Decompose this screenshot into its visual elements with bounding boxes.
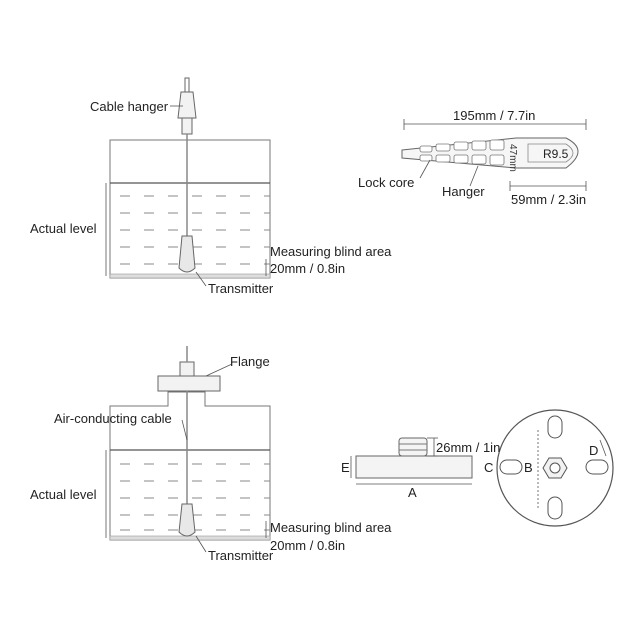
bottom-actual-level-label: Actual level	[30, 487, 97, 502]
flange-e-label: E	[341, 460, 350, 475]
flange-plate	[157, 375, 221, 392]
cable-hanger-label: Cable hanger	[90, 99, 169, 114]
top-transmitter-label: Transmitter	[208, 281, 274, 296]
slot-right	[585, 459, 609, 475]
hanger-radius-label: R9.5	[543, 147, 569, 161]
top-blind-value-label: 20mm / 0.8in	[270, 261, 345, 276]
top-tank-bottom	[109, 273, 271, 279]
bottom-tank-bottom	[109, 535, 271, 541]
top-actual-level-label: Actual level	[30, 221, 97, 236]
lock-core-label: Lock core	[358, 175, 414, 190]
flange-c-label: C	[484, 460, 493, 475]
hanger-tail	[527, 143, 574, 163]
bottom-blind-area-label: Measuring blind area	[270, 520, 392, 535]
flange-label: Flange	[230, 354, 270, 369]
hanger-length-label: 195mm / 7.7in	[453, 108, 535, 123]
flange-side-gland	[398, 437, 428, 457]
hanger-width-label: 47mm	[507, 144, 518, 172]
slot-bottom	[547, 496, 563, 520]
bottom-transmitter	[178, 503, 196, 537]
hanger-detail: 195mm / 7.7in 47mm R9.5 Lock core Hanger…	[358, 108, 587, 207]
slot-left	[499, 459, 523, 475]
flange-height-label: 26mm / 1in	[436, 440, 500, 455]
bottom-transmitter-label: Transmitter	[208, 548, 274, 563]
slot-top	[547, 415, 563, 439]
flange-detail: 26mm / 1in E A C B D	[341, 409, 614, 527]
flange-gland	[179, 361, 195, 377]
lock-core-cells	[419, 139, 505, 166]
top-transmitter	[178, 235, 196, 273]
air-cable-label: Air-conducting cable	[54, 411, 172, 426]
bottom-blind-value-label: 20mm / 0.8in	[270, 538, 345, 553]
flange-d-label: D	[589, 443, 598, 458]
top-installation: Cable hanger Actual level Measuring blin…	[30, 77, 392, 296]
bottom-installation: Flange Air-conducting cable Actual level…	[30, 346, 392, 563]
top-liquid-dashes	[120, 195, 270, 265]
top-blind-area-label: Measuring blind area	[270, 244, 392, 259]
flange-side-plate	[355, 455, 473, 479]
hanger-label: Hanger	[442, 184, 485, 199]
hanger-tail-label: 59mm / 2.3in	[511, 192, 586, 207]
bottom-liquid-dashes	[120, 463, 270, 531]
flange-a-label: A	[408, 485, 417, 500]
flange-b-label: B	[524, 460, 533, 475]
